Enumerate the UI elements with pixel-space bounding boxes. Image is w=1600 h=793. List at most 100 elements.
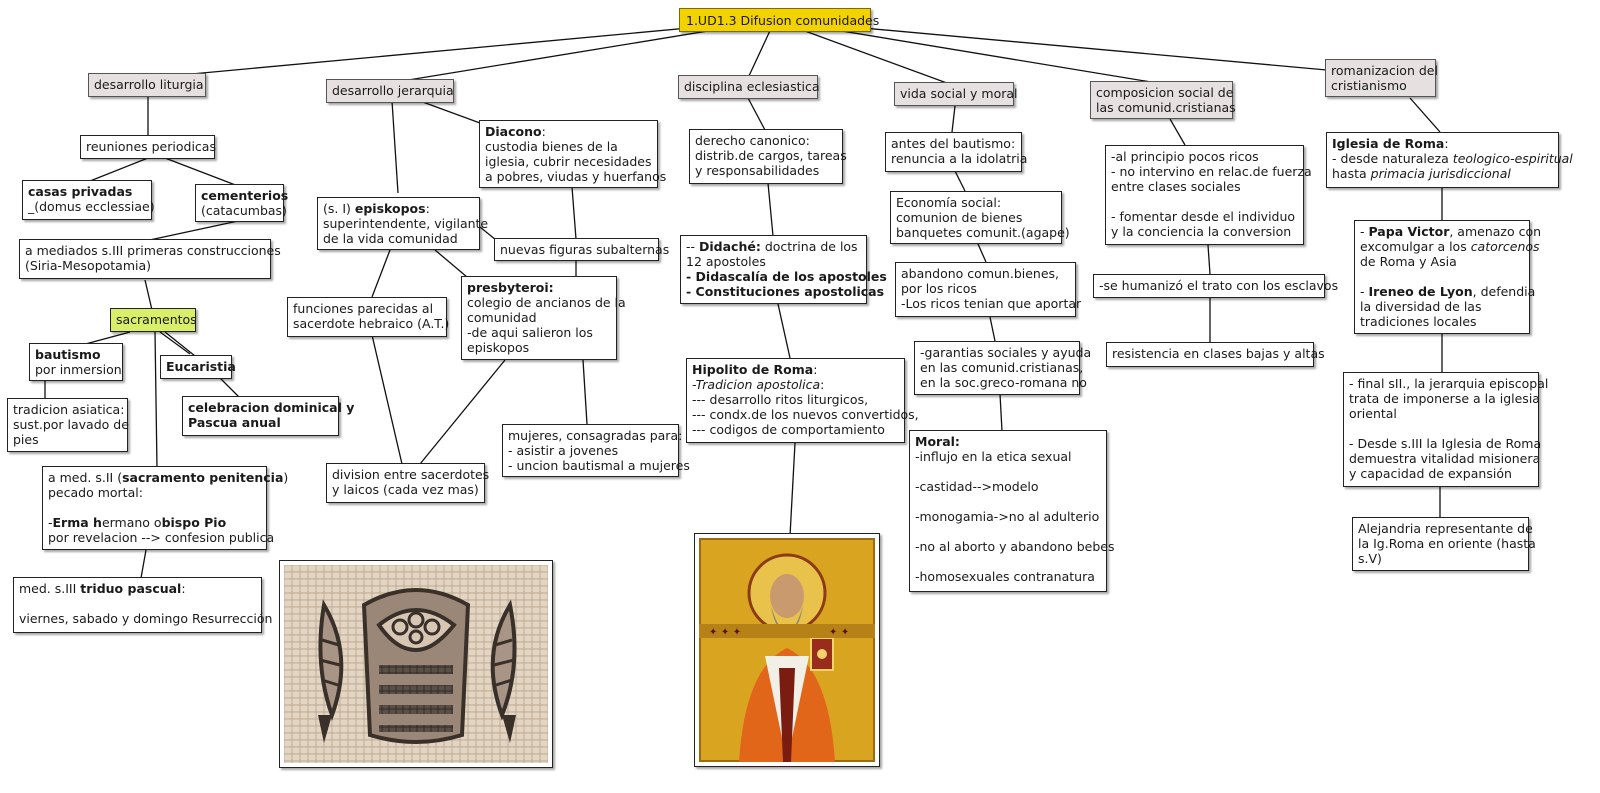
node-line: antes del bautismo: <box>891 136 1016 151</box>
node-line: episkopos <box>467 340 530 355</box>
text-part: : <box>541 124 546 139</box>
node-sacramento-penitencia[interactable]: a med. s.II (sacramento penitencia) peca… <box>42 466 288 550</box>
node-line: demuestra vitalidad misionera <box>1349 451 1541 466</box>
category-composicion-social[interactable]: composicion social de las comunid.cristi… <box>1090 81 1236 119</box>
node-casas-privadas[interactable]: casas privadas _(domus ecclessiae) <box>22 180 155 220</box>
node-sacramentos[interactable]: sacramentos <box>110 308 197 332</box>
node-line: comunidad <box>467 310 537 325</box>
node-line: y laicos (cada vez mas) <box>332 482 479 497</box>
text-part: doctrina de los <box>760 239 858 254</box>
node-division-sacerdotes[interactable]: division entre sacerdotes y laicos (cada… <box>326 463 489 503</box>
node-se-humanizo[interactable]: -se humanizó el trato con los esclavos <box>1093 274 1338 298</box>
node-al-principio-ricos[interactable]: -al principio pocos ricos - no intervino… <box>1105 145 1312 245</box>
node-line: derecho canonico: <box>695 133 810 148</box>
node-didache[interactable]: -- Didaché: doctrina de los 12 apostoles… <box>680 235 887 304</box>
text-part: - <box>1360 284 1369 299</box>
node-line: Alejandria representante de <box>1358 521 1533 536</box>
node-garantias-sociales[interactable]: -garantias sociales y ayuda en las comun… <box>914 341 1092 395</box>
hipolito-icon-image: ✦ ✦ ✦ ✦ ✦ <box>694 533 880 767</box>
node-economia-social[interactable]: Economía social: comunion de bienes banq… <box>890 191 1070 244</box>
node-line: abandono comun.bienes, <box>901 266 1060 281</box>
node-line: comunion de bienes <box>896 210 1023 225</box>
node-mujeres-consagradas[interactable]: mujeres, consagradas para: - asistir a j… <box>502 424 690 477</box>
node-line: de Roma y Asia <box>1360 254 1457 269</box>
node-line: en las comunid.cristianas, <box>920 360 1084 375</box>
node-episkopos[interactable]: (s. I) episkopos: superintendente, vigil… <box>317 197 488 250</box>
node-iglesia-roma[interactable]: Iglesia de Roma: - desde naturaleza teol… <box>1326 132 1573 188</box>
node-line: - Didascalía de los apostoles <box>686 269 887 284</box>
node-line: - final sII., la jerarquia episcopal <box>1349 376 1549 391</box>
node-title: Hipolito de Roma <box>692 362 814 377</box>
category-romanizacion[interactable]: romanizacion del cristianismo <box>1325 59 1438 97</box>
node-tradicion-asiatica[interactable]: tradicion asiatica: sust.por lavado de p… <box>7 398 129 452</box>
node-title: Moral: <box>915 434 960 449</box>
node-blank-line <box>19 596 256 611</box>
text-part: Erma h <box>52 515 102 530</box>
node-moral[interactable]: Moral: -influjo en la etica sexual -cast… <box>909 430 1115 592</box>
node-triduo-pascual[interactable]: med. s.III triduo pascual: viernes, saba… <box>13 577 272 633</box>
text-part: : <box>181 581 186 596</box>
node-line: -Tradicion apostolica: <box>692 377 899 392</box>
category-desarrollo-jerarquia[interactable]: desarrollo jerarquia <box>326 79 454 103</box>
node-resistencia-clases[interactable]: resistencia en clases bajas y altas <box>1106 342 1325 367</box>
category-desarrollo-liturgia[interactable]: desarrollo liturgia <box>88 73 206 97</box>
text-part: teologico-espiritual <box>1452 151 1573 166</box>
text-part: hasta <box>1332 166 1371 181</box>
node-line: - asistir a jovenes <box>508 443 619 458</box>
root-node[interactable]: 1.UD1.3 Difusion comunidades <box>679 8 879 32</box>
node-line: - uncion bautismal a mujeres <box>508 458 690 473</box>
category-label: disciplina eclesiastica <box>684 79 820 94</box>
text-part: : <box>813 362 818 377</box>
node-mediados-siglo-iii[interactable]: a mediados s.III primeras construcciones… <box>19 239 281 279</box>
node-papa-victor[interactable]: - Papa Victor, amenazo con excomulgar a … <box>1354 220 1541 334</box>
node-celebracion-dominical[interactable]: celebracion dominical y Pascua anual <box>182 396 354 436</box>
node-cementerios[interactable]: cementerios (catacumbas) <box>195 184 288 222</box>
node-line: -monogamia->no al adulterio <box>915 509 1100 524</box>
node-text: nuevas figuras subalternas <box>500 242 670 257</box>
text-part: triduo pascual <box>80 581 182 596</box>
node-alejandria[interactable]: Alejandria representante de la Ig.Roma e… <box>1352 517 1536 571</box>
node-funciones-parecidas[interactable]: funciones parecidas al sacerdote hebraic… <box>287 297 450 337</box>
node-hipolito-roma[interactable]: Hipolito de Roma: -Tradicion apostolica:… <box>686 358 919 443</box>
node-antes-bautismo[interactable]: antes del bautismo: renuncia a la idolat… <box>885 132 1027 172</box>
node-line: trata de imponerse a la iglesia <box>1349 391 1540 406</box>
node-derecho-canonico[interactable]: derecho canonico: distrib.de cargos, tar… <box>689 129 847 184</box>
node-blank-line <box>915 464 1101 479</box>
node-reuniones-periodicas[interactable]: reuniones periodicas <box>80 135 216 159</box>
node-line: - Ireneo de Lyon, defendia <box>1360 284 1535 299</box>
text-part: : <box>820 377 825 392</box>
node-text: (Siria-Mesopotamia) <box>25 258 152 273</box>
node-title: Didaché: <box>699 239 761 254</box>
node-line: -garantias sociales y ayuda <box>920 345 1092 360</box>
category-disciplina-eclesiastica[interactable]: disciplina eclesiastica <box>678 75 820 99</box>
node-line: -influjo en la etica sexual <box>915 449 1072 464</box>
text-part: catorcenos <box>1470 239 1540 254</box>
node-line: de la vida comunidad <box>323 231 458 246</box>
node-text: a mediados s.III primeras construcciones <box>25 243 281 258</box>
category-vida-social-moral[interactable]: vida social y moral <box>894 82 1018 106</box>
node-final-sii[interactable]: - final sII., la jerarquia episcopal tra… <box>1343 372 1549 487</box>
node-diacono[interactable]: Diacono: custodia bienes de la iglesia, … <box>479 120 666 188</box>
node-abandono-bienes[interactable]: abandono comun.bienes, por los ricos -Lo… <box>895 262 1081 317</box>
node-line: -no al aborto y abandono bebes <box>915 539 1115 554</box>
node-line: Diacono: <box>485 124 652 139</box>
node-line: - Constituciones apostolicas <box>686 284 885 299</box>
node-blank-line <box>915 494 1101 509</box>
node-line: y capacidad de expansión <box>1349 466 1512 481</box>
node-line: en la soc.greco-romana no <box>920 375 1087 390</box>
text-part: a med. s.II ( <box>48 470 123 485</box>
text-part: : <box>1444 136 1449 151</box>
node-presbyteroi[interactable]: presbyteroi: colegio de ancianos de la c… <box>461 276 626 360</box>
node-line: - Desde s.III la Iglesia de Roma <box>1349 436 1542 451</box>
category-label-line: romanizacion del <box>1331 63 1438 78</box>
node-line: y responsabilidades <box>695 163 820 178</box>
node-eucaristia[interactable]: Eucaristia <box>160 355 236 379</box>
node-line: Hipolito de Roma: <box>692 362 899 377</box>
text-part: (s. I) <box>323 201 355 216</box>
node-line: custodia bienes de la <box>485 139 618 154</box>
node-nuevas-figuras[interactable]: nuevas figuras subalternas <box>494 238 669 261</box>
node-line: sacerdote hebraico (A.T.) <box>293 316 450 331</box>
node-bautismo[interactable]: bautismo por inmersion <box>29 343 123 381</box>
node-text: por inmersion <box>35 362 122 377</box>
node-text: (catacumbas) <box>201 203 287 218</box>
